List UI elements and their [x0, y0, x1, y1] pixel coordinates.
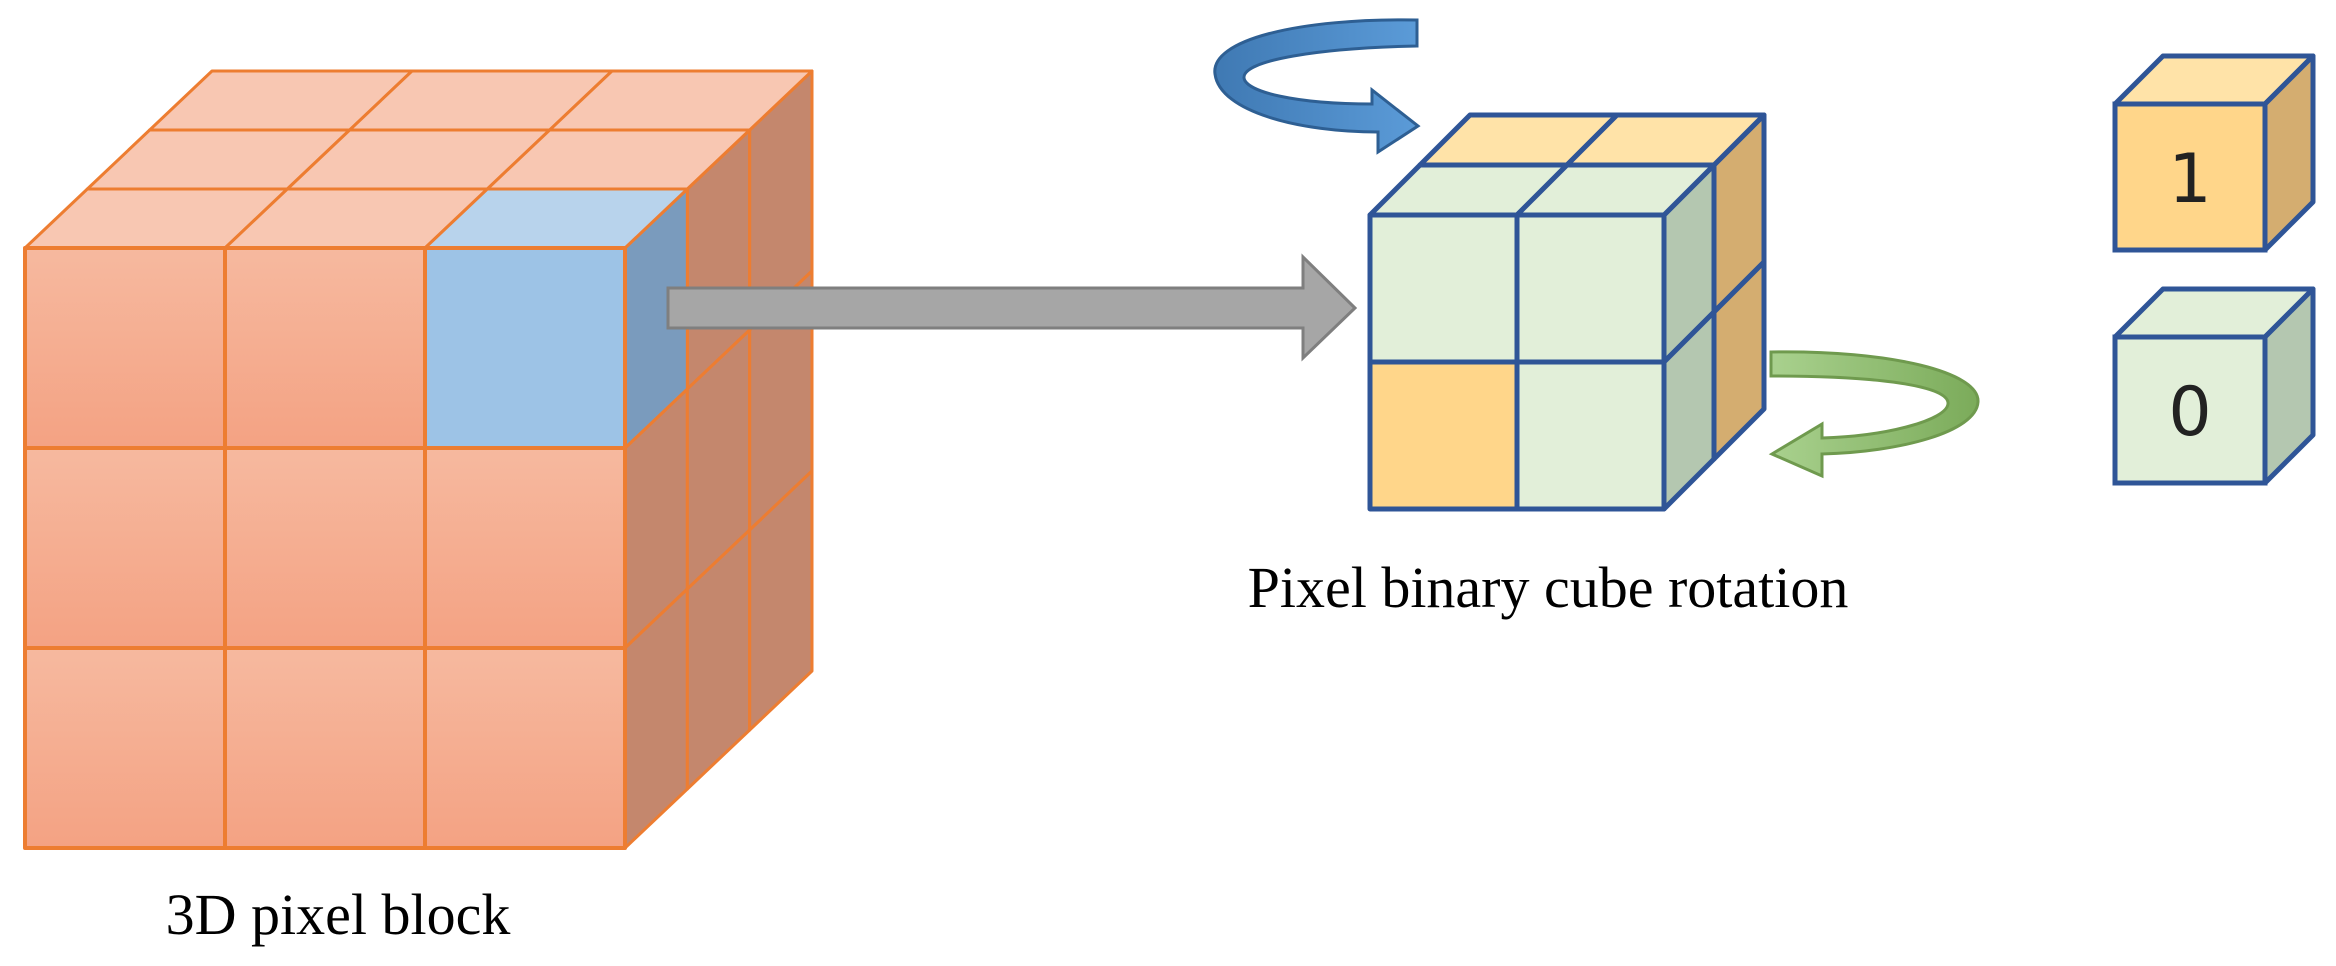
- block-side-cell: [748, 469, 814, 732]
- block-front-cell: [23, 246, 227, 450]
- highlight-front-cell: [423, 246, 627, 450]
- block-top-cell: [548, 69, 814, 132]
- block-front-cell: [23, 446, 227, 650]
- legend-cube-zero: 0: [2112, 286, 2316, 486]
- block-front-cell: [423, 446, 627, 650]
- bit-one-top-cell: [1564, 112, 1767, 168]
- pixel-block-3d: [23, 69, 814, 850]
- block-front-cell: [223, 646, 427, 850]
- bit-zero-front-cell: [1514, 212, 1667, 365]
- block-front-cell: [423, 646, 627, 850]
- caption-3d-pixel-block: 3D pixel block: [166, 882, 511, 947]
- curved-arrow-blue-icon: [1213, 18, 1421, 155]
- curved-arrow-green-icon: [1768, 350, 1980, 479]
- right-arrow-gray-icon: [666, 253, 1358, 362]
- bit-zero-front-cell: [1514, 359, 1667, 512]
- binary-cube-2x2: [1367, 112, 1767, 512]
- caption-binary-cube-rotation: Pixel binary cube rotation: [1248, 555, 1849, 620]
- legend-cube-one: 1: [2112, 53, 2316, 253]
- block-front-cell: [223, 246, 427, 450]
- bit-one-front-cell: [1367, 359, 1520, 512]
- pixel-block-top-face: [23, 69, 814, 250]
- block-front-cell: [223, 446, 427, 650]
- block-front-cell: [23, 646, 227, 850]
- highlighted-pixel-cube: [423, 187, 689, 450]
- legend-one-label: 1: [2168, 140, 2211, 219]
- bit-one-side-cell: [1711, 259, 1767, 462]
- bit-zero-front-cell: [1367, 212, 1520, 365]
- binary-cube-front-face: [1367, 212, 1667, 512]
- binary-cube-top-face: [1367, 112, 1767, 218]
- legend-zero-label: 0: [2168, 373, 2211, 452]
- pixel-block-front-face: [23, 246, 627, 850]
